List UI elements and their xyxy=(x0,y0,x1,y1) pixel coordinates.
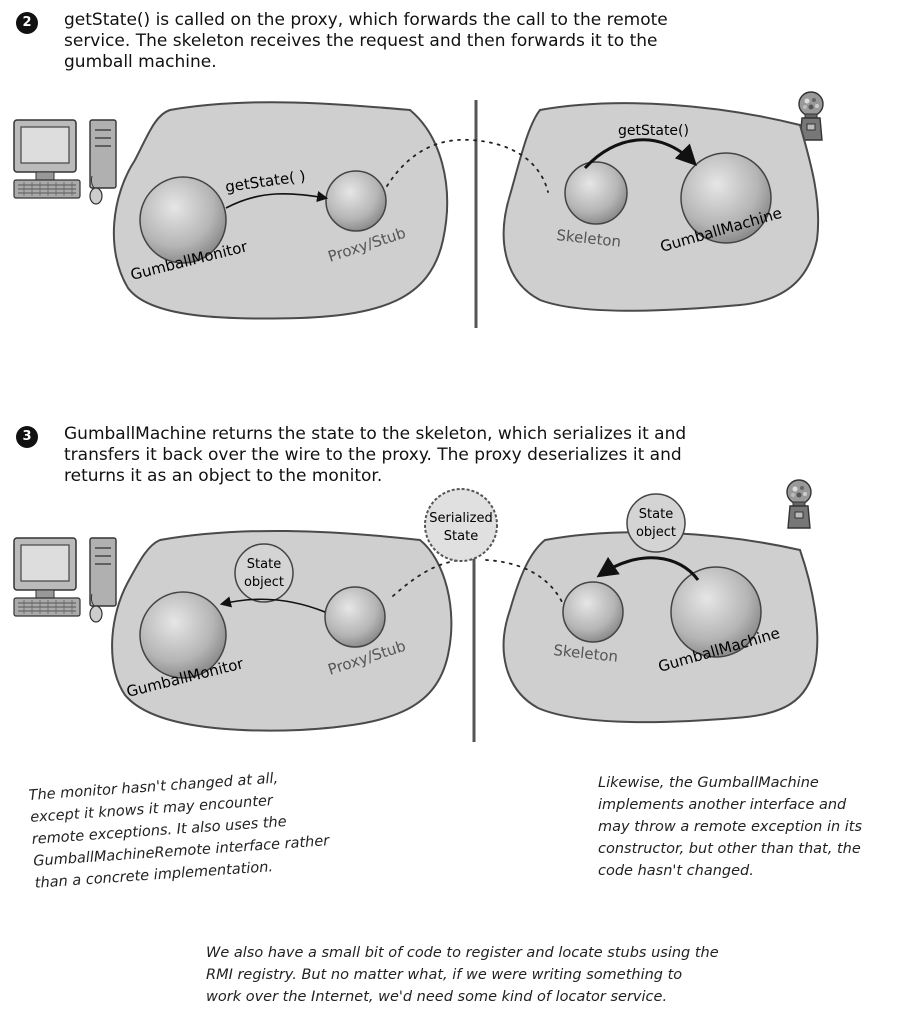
machine-note: Likewise, the GumballMachine implements … xyxy=(598,772,862,882)
gumball-monitor-object xyxy=(139,591,227,679)
client-heap xyxy=(112,101,449,320)
monitor-note: The monitor hasn't changed at all, excep… xyxy=(28,764,331,894)
step-text-line: getState() is called on the proxy, which… xyxy=(64,10,668,30)
state-object-client xyxy=(234,543,294,603)
state-object-label: State xyxy=(247,557,281,572)
proxy-object xyxy=(325,170,387,232)
note-line: implements another interface and xyxy=(598,797,847,813)
note-line: constructor, but other than that, the xyxy=(598,841,861,857)
proxy-object xyxy=(324,586,386,648)
step-text-line: GumballMachine returns the state to the … xyxy=(64,424,687,444)
remote-getstate-arrow xyxy=(583,138,697,170)
serialized-state-label: State xyxy=(444,529,478,544)
step-text: GumballMachine returns the state to the … xyxy=(64,424,764,487)
skeleton-object xyxy=(564,161,628,225)
gumball-monitor-object xyxy=(139,176,227,264)
network-connection xyxy=(386,138,549,193)
serialized-state-label: Serialized xyxy=(429,511,492,526)
step-text-line: transfers it back over the wire to the p… xyxy=(64,445,682,465)
note-line: RMI registry. But no matter what, if we … xyxy=(206,967,683,983)
registry-note: We also have a small bit of code to regi… xyxy=(206,942,719,1008)
computer-icon xyxy=(13,119,117,205)
client-heap xyxy=(111,529,453,732)
remote-getstate-label: getState() xyxy=(618,123,689,139)
return-to-monitor-arrow xyxy=(219,596,326,613)
step-text-line: gumball machine. xyxy=(64,52,217,72)
note-line: We also have a small bit of code to regi… xyxy=(206,945,719,961)
gumball-machine-icon xyxy=(786,479,812,529)
gumball-machine-object xyxy=(670,566,762,658)
step-text-line: returns it as an object to the monitor. xyxy=(64,466,383,486)
note-line: code hasn't changed. xyxy=(598,863,754,879)
getstate-call-arrow xyxy=(225,191,329,209)
computer-icon xyxy=(13,537,117,623)
step-text: getState() is called on the proxy, which… xyxy=(64,10,764,73)
note-line: Likewise, the GumballMachine xyxy=(598,775,819,791)
skeleton-object xyxy=(562,581,624,643)
state-object-label: object xyxy=(244,575,284,590)
return-to-skeleton-arrow xyxy=(596,556,700,581)
state-object-server xyxy=(626,493,686,553)
note-line: work over the Internet, we'd need some k… xyxy=(206,989,668,1005)
state-object-label: object xyxy=(636,525,676,540)
serialized-state-object xyxy=(424,488,498,562)
step-text-line: service. The skeleton receives the reque… xyxy=(64,31,658,51)
step-number: 2 xyxy=(16,12,38,34)
state-object-label: State xyxy=(639,507,673,522)
step-number: 3 xyxy=(16,426,38,448)
note-line: may throw a remote exception in its xyxy=(598,819,863,835)
gumball-machine-object xyxy=(680,152,772,244)
